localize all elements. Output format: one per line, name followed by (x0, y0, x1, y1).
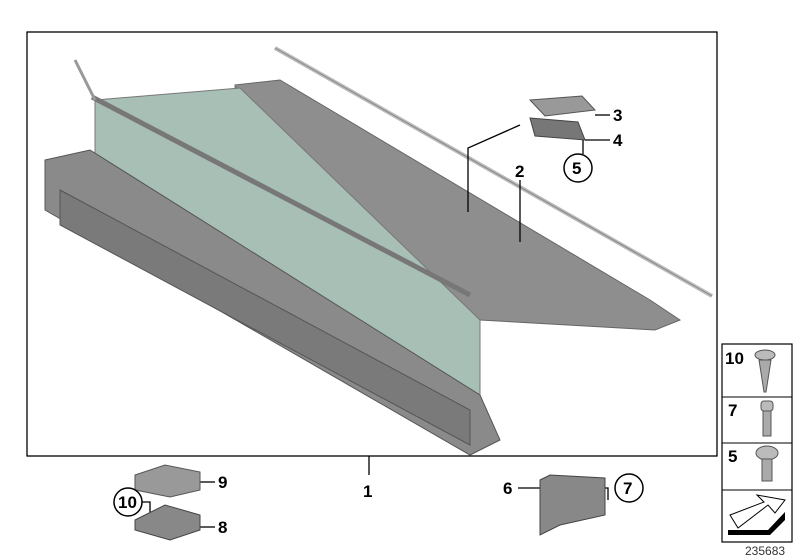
callout-10: 10 (118, 493, 137, 512)
cargo-cover-assembly (44, 46, 713, 456)
part-3 (528, 95, 597, 117)
arrow-icon (728, 494, 786, 535)
part-4 (529, 117, 586, 141)
callout-7: 7 (623, 479, 632, 498)
bolt-socket-head-icon (760, 400, 774, 437)
callout-4: 4 (613, 131, 623, 150)
part-6 (539, 474, 606, 536)
callout-9: 9 (218, 473, 227, 492)
callout-8: 8 (218, 518, 227, 537)
callout-5: 5 (572, 159, 581, 178)
bolt-button-head-icon (755, 445, 779, 482)
fastener-legend: 10 7 5 (721, 343, 793, 543)
legend-number-5: 5 (728, 447, 737, 466)
callout-2: 2 (515, 162, 524, 181)
callout-3: 3 (613, 106, 622, 125)
callout-6: 6 (503, 479, 512, 498)
legend-number-7: 7 (728, 401, 737, 420)
screw-self-tapping-icon (754, 349, 776, 393)
legend-number-10: 10 (725, 349, 744, 368)
image-number: 235683 (745, 544, 785, 558)
top-bar (90, 94, 472, 298)
part-9 (134, 464, 201, 498)
callout-1: 1 (363, 482, 372, 501)
main-frame (26, 31, 718, 457)
part-8 (134, 504, 201, 541)
